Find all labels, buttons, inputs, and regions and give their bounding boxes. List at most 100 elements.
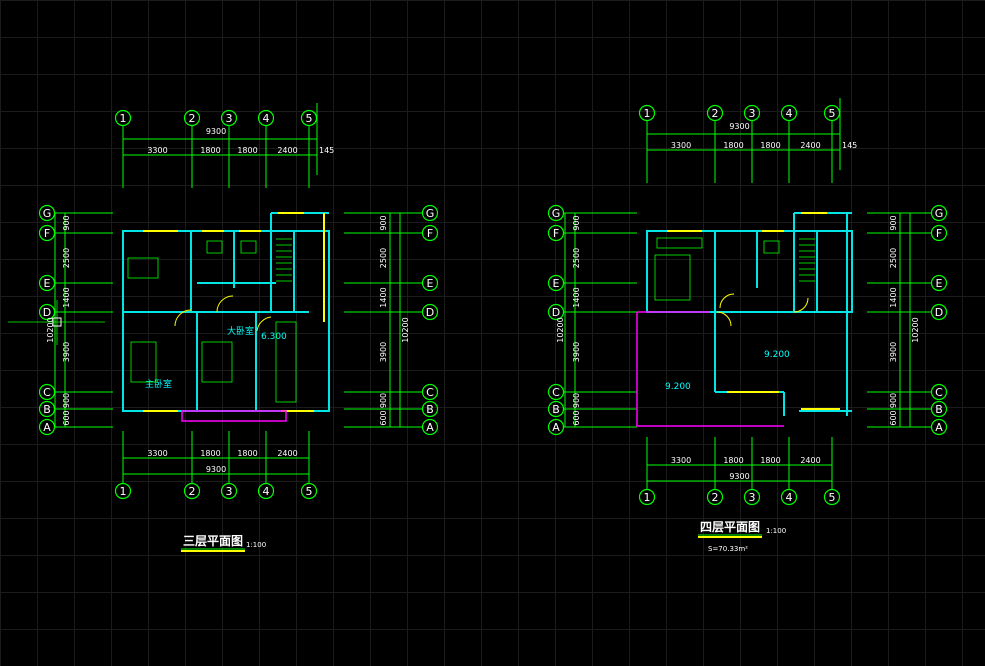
axis-bubble-left-A-label: A [43,421,51,434]
toilet [763,240,780,254]
axis-bubble-right-F [421,224,439,242]
room-label-0: 大卧室 [227,325,254,337]
kitchen-counter [275,321,297,403]
axis-bubble-bottom-3 [220,482,238,500]
dim-seg-top: 2400 [800,141,820,150]
dim-right-5: 600 [889,410,898,425]
dim-right-5: 600 [379,410,388,425]
sink [240,240,257,254]
dim-right-3: 3900 [379,342,388,362]
walls [636,212,853,427]
axis-bubble-top-4-label: 4 [786,107,793,120]
axis-bubble-right-A-label: A [935,421,943,434]
axis-bubble-top-5-label: 5 [306,112,313,125]
dim-right-total: 10200 [401,317,410,342]
dim-left-total: 10200 [556,317,565,342]
axis-bubble-top-3 [220,109,238,127]
axis-bubble-right-A [930,418,948,436]
plan-scale: 1:100 [246,541,266,549]
dim-seg-bottom: 2400 [800,456,820,465]
walls [122,212,330,422]
dim-seg-bottom: 3300 [671,456,691,465]
cursor-box [52,317,62,327]
dim-left-5: 600 [572,410,581,425]
axis-bubble-left-B-label: B [552,403,560,416]
axis-bubble-bottom-5-label: 5 [829,491,836,504]
axis-bubble-right-B-label: B [935,403,943,416]
axis-bubble-bottom-2 [183,482,201,500]
dim-left-1: 2500 [62,248,71,268]
axis-bubble-right-A [421,418,439,436]
axis-bubble-bottom-4-label: 4 [786,491,793,504]
axis-bubble-bottom-2-label: 2 [712,491,719,504]
plan-scale: 1:100 [766,527,786,535]
axis-bubble-right-F [930,224,948,242]
axis-bubble-right-B [930,400,948,418]
axis-bubble-right-G-label: G [935,207,944,220]
dim-seg-bottom: 1800 [200,449,220,458]
bed [201,341,233,383]
room-label-1: 主卧室 [145,378,172,390]
bed [654,254,691,301]
axis-bubble-left-E-label: E [553,277,560,290]
axis-bubble-bottom-2-label: 2 [189,485,196,498]
dim-seg-top: 3300 [671,141,691,150]
axis-bubble-right-C [930,383,948,401]
axis-bubble-right-D [421,303,439,321]
axis-bubble-top-1 [638,104,656,122]
axis-bubble-bottom-3-label: 3 [226,485,233,498]
dim-left-1: 2500 [572,248,581,268]
axis-bubble-right-E [930,274,948,292]
dim-seg-bottom: 1800 [760,456,780,465]
dim-seg-bottom: 1800 [723,456,743,465]
dim-seg-top-extra: 145 [842,141,857,150]
dim-left-2: 1400 [572,287,581,307]
dim-seg-top: 1800 [237,146,257,155]
axis-bubble-left-B [547,400,565,418]
axis-bubble-top-4 [780,104,798,122]
axis-bubble-left-B-label: B [43,403,51,416]
plan-title: 三层平面图 [183,534,243,548]
axis-bubble-bottom-1-label: 1 [644,491,651,504]
axis-bubble-right-C [421,383,439,401]
dim-right-0: 900 [889,215,898,230]
axis-bubble-right-E-label: E [936,277,943,290]
dim-seg-top: 3300 [147,146,167,155]
axis-bubble-left-F-label: F [44,227,50,240]
door-arc [716,311,732,327]
dim-left-2: 1400 [62,287,71,307]
door-arc [719,293,735,309]
dim-left-total: 10200 [46,317,55,342]
axis-bubble-top-2-label: 2 [189,112,196,125]
axis-bubble-bottom-4-label: 4 [263,485,270,498]
axis-bubble-right-F-label: F [427,227,433,240]
dim-seg-top: 1800 [200,146,220,155]
axis-bubble-right-G [421,204,439,222]
axis-bubble-right-F-label: F [936,227,942,240]
terrace-edge [636,311,784,427]
dim-right-1: 2500 [379,248,388,268]
axis-bubble-top-5-label: 5 [829,107,836,120]
dim-seg-top-extra: 145 [319,146,334,155]
dim-left-0: 900 [62,215,71,230]
axis-bubble-left-G-label: G [552,207,561,220]
axis-bubble-left-D-label: D [43,306,51,319]
axis-bubble-right-C-label: C [935,386,943,399]
axis-bubble-right-B [421,400,439,418]
elevation-label-2: 9.200 [665,382,691,392]
balcony [181,410,287,422]
axis-bubble-bottom-3 [743,488,761,506]
axis-bubble-right-D-label: D [935,306,943,319]
dim-left-5: 600 [62,410,71,425]
dim-seg-bottom: 1800 [237,449,257,458]
axis-bubble-top-1-label: 1 [644,107,651,120]
dim-seg-bottom: 3300 [147,449,167,458]
dim-left-3: 3900 [62,342,71,362]
axis-bubble-bottom-5 [300,482,318,500]
axis-bubble-left-F [547,224,565,242]
axis-bubble-left-C-label: C [552,386,560,399]
axis-bubble-right-C-label: C [426,386,434,399]
